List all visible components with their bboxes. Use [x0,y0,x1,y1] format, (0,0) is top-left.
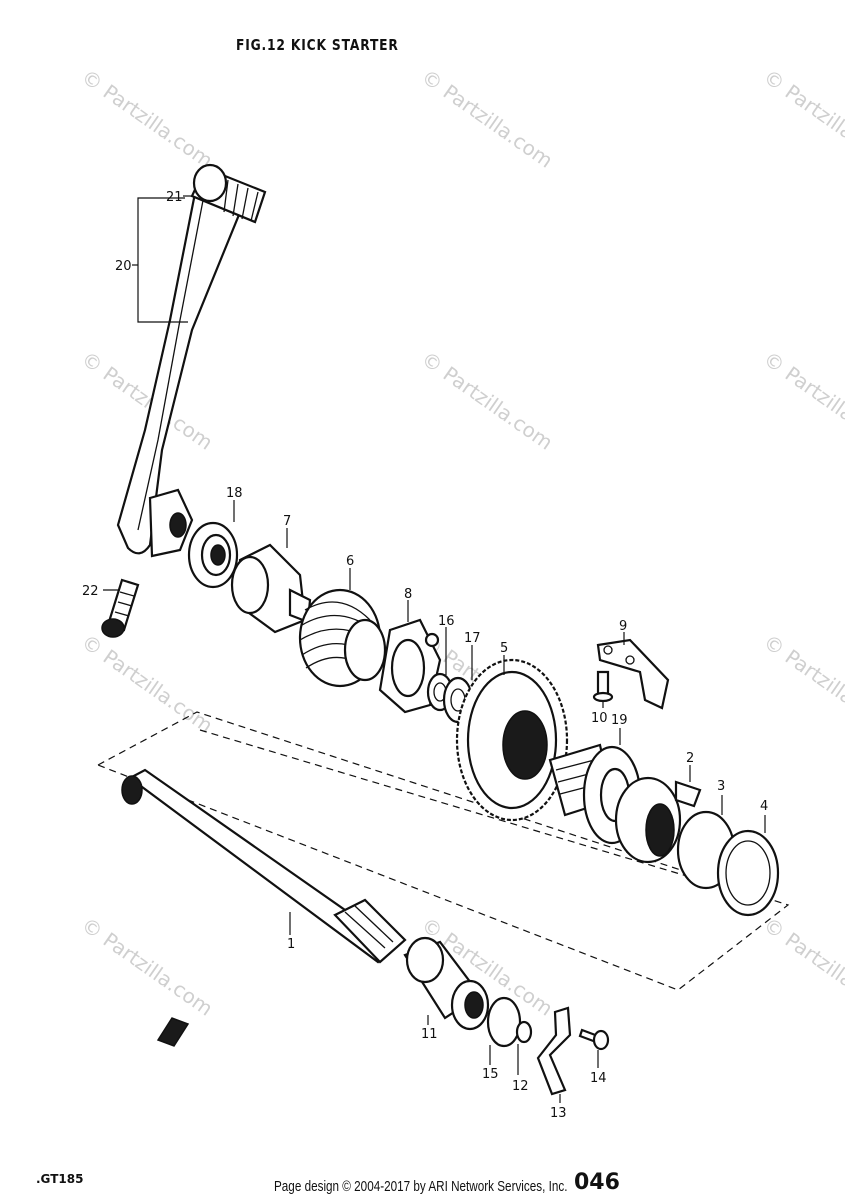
lock-plate [536,1006,572,1096]
callout-12: 12 [512,1079,529,1094]
kick-lever-rubber [190,163,267,224]
watermark: © Partzilla.com [77,629,217,737]
callout-22: 22 [82,584,99,599]
watermark: © Partzilla.com [759,346,845,454]
kick-starter-shaft [121,768,407,964]
kick-idle-gear [455,658,569,822]
watermark: © Partzilla.com [759,64,845,172]
kick-drive-gear [378,618,442,714]
callout-10: 10 [591,711,608,726]
lever-bolt [101,578,140,638]
front-direction-arrow-icon [156,1017,190,1047]
watermark: © Partzilla.com [77,64,217,172]
callout-4: 4 [760,799,768,814]
callout-3: 3 [717,779,725,794]
kick-guide [230,543,312,634]
plate-screw [578,1028,610,1051]
callout-13: 13 [550,1106,567,1121]
callout-18: 18 [226,486,243,501]
copyright-notice: Page design © 2004-2017 by ARI Network S… [274,1178,568,1195]
callout-15: 15 [482,1067,499,1082]
watermark: © Partzilla.com [417,64,557,172]
watermark: © Partzilla.com [759,912,845,1020]
shaft-sleeve [403,936,490,1031]
callout-20: 20 [115,259,132,274]
callout-2: 2 [686,751,694,766]
stopper-plate [596,638,670,710]
model-code: .GT185 [36,1172,84,1186]
watermark: © Partzilla.com [759,629,845,737]
figure-title: FIG.12 KICK STARTER [236,36,399,54]
watermark: © Partzilla.com [417,346,557,454]
callout-11: 11 [421,1027,438,1042]
o-ring [486,996,522,1048]
page-number: 046 [574,1170,620,1195]
assembly-outline [96,711,790,991]
callout-21: 21 [166,190,183,205]
callout-17: 17 [464,631,481,646]
washer-4 [716,829,780,917]
callout-16: 16 [438,614,455,629]
callout-5: 5 [500,641,508,656]
callout-1: 1 [287,937,295,952]
assembly-axis-line [199,729,701,881]
callout-6: 6 [346,554,354,569]
stopper-bolt [592,670,614,703]
callout-14: 14 [590,1071,607,1086]
kick-ratchet [614,776,702,864]
callout-8: 8 [404,587,412,602]
washer-12 [515,1020,533,1044]
callout-labels: 1 2 3 4 5 6 7 8 9 10 11 12 13 14 15 16 1… [82,190,768,1121]
return-spring [298,588,387,688]
callout-bracket-20 [137,197,188,323]
kick-starter-lever [116,176,247,558]
leader-lines [103,195,766,1103]
watermark: © Partzilla.com [77,912,217,1020]
callout-19: 19 [611,713,628,728]
callout-7: 7 [283,514,291,529]
callout-9: 9 [619,619,627,634]
oil-seal [187,521,239,589]
